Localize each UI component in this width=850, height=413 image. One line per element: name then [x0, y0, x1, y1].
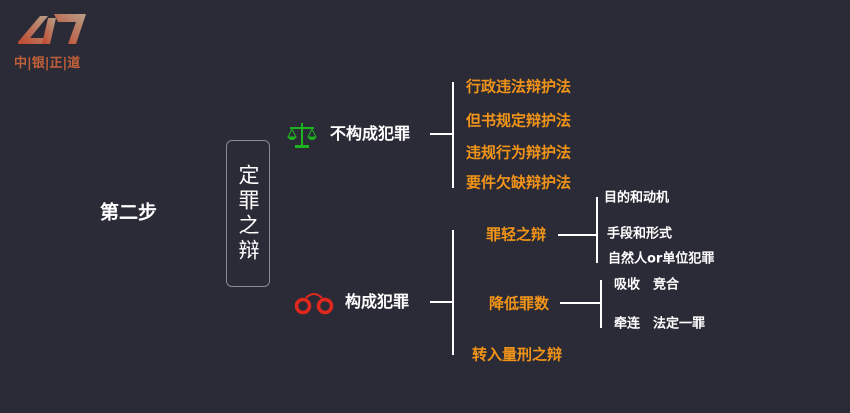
leaf-item[interactable]: 吸收 竞合 — [614, 277, 680, 293]
step-label: 第二步 — [100, 201, 158, 224]
logo: 中|银|正|道 — [14, 10, 88, 71]
leaf-item[interactable]: 但书规定辩护法 — [466, 111, 572, 130]
connector — [452, 82, 454, 188]
leaf-item[interactable]: 要件欠缺辩护法 — [466, 173, 572, 192]
connector — [600, 280, 602, 328]
leaf-item[interactable]: 行政违法辩护法 — [466, 77, 572, 96]
sub-reduce-counts[interactable]: 降低罪数 — [489, 294, 550, 313]
sub-lighter-crime[interactable]: 罪轻之辩 — [486, 225, 547, 244]
logo-mark-icon — [18, 14, 86, 44]
leaf-item[interactable]: 牵连 法定一罪 — [614, 316, 706, 332]
leaf-item[interactable]: 自然人or单位犯罪 — [608, 251, 715, 267]
connector — [452, 230, 454, 355]
connector — [430, 133, 452, 135]
branch-crime[interactable]: 构成犯罪 — [345, 292, 410, 311]
sub-sentencing[interactable]: 转入量刑之辩 — [472, 345, 563, 364]
connector — [560, 302, 601, 304]
center-topic-label: 定罪之辩 — [236, 163, 260, 264]
leaf-item[interactable]: 手段和形式 — [607, 226, 673, 242]
connector — [558, 234, 596, 236]
center-topic[interactable]: 定罪之辩 — [226, 140, 270, 287]
connector — [596, 197, 598, 263]
leaf-item[interactable]: 目的和动机 — [604, 190, 670, 206]
leaf-item[interactable]: 违规行为辩护法 — [466, 143, 572, 162]
connector — [430, 301, 452, 303]
branch-not-crime[interactable]: 不构成犯罪 — [330, 124, 411, 143]
scales-icon — [287, 123, 317, 148]
logo-text: 中|银|正|道 — [14, 56, 81, 71]
handcuffs-icon — [294, 293, 334, 315]
